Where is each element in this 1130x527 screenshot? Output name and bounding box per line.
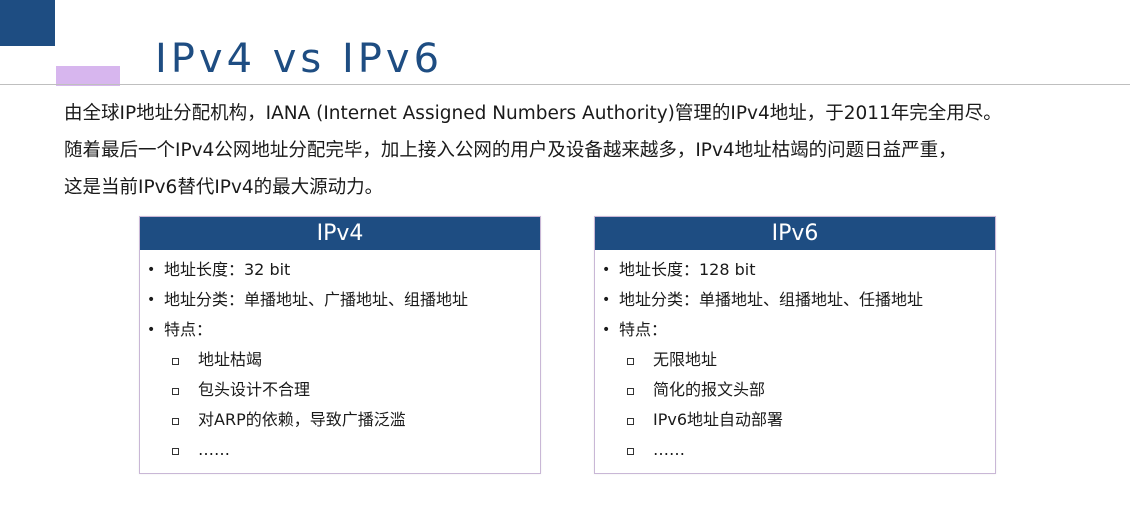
ipv4-category-item: • 地址分类：单播地址、广播地址、组播地址 bbox=[140, 285, 540, 315]
intro-paragraph: 由全球IP地址分配机构，IANA (Internet Assigned Numb… bbox=[64, 95, 1114, 206]
square-bullet-icon bbox=[627, 358, 634, 365]
bullet-dot-icon: • bbox=[147, 292, 156, 308]
square-bullet-icon bbox=[627, 418, 634, 425]
ipv6-length-item: • 地址长度：128 bit bbox=[595, 255, 995, 285]
ipv4-feature-item: 地址枯竭 bbox=[140, 345, 540, 375]
ipv6-card: IPv6 • 地址长度：128 bit • 地址分类：单播地址、组播地址、任播地… bbox=[594, 216, 996, 474]
ipv6-card-body: • 地址长度：128 bit • 地址分类：单播地址、组播地址、任播地址 • 特… bbox=[595, 250, 995, 465]
ipv6-feature-text: IPv6地址自动部署 bbox=[653, 410, 784, 429]
intro-line-2: 随着最后一个IPv4公网地址分配完毕，加上接入公网的用户及设备越来越多，IPv4… bbox=[64, 140, 957, 161]
ipv4-feature-item: 对ARP的依赖，导致广播泛滥 bbox=[140, 405, 540, 435]
ipv4-feature-item: …… bbox=[140, 435, 540, 465]
ipv6-card-header: IPv6 bbox=[595, 217, 995, 250]
ipv4-feature-item: 包头设计不合理 bbox=[140, 375, 540, 405]
ipv4-features-label: 特点： bbox=[164, 320, 213, 339]
ipv6-feature-item: 简化的报文头部 bbox=[595, 375, 995, 405]
title-divider bbox=[0, 84, 1130, 85]
ipv6-category-item: • 地址分类：单播地址、组播地址、任播地址 bbox=[595, 285, 995, 315]
ipv6-feature-item: IPv6地址自动部署 bbox=[595, 405, 995, 435]
slide-title: IPv4 vs IPv6 bbox=[155, 36, 444, 82]
ipv4-card-header: IPv4 bbox=[140, 217, 540, 250]
square-bullet-icon bbox=[172, 388, 179, 395]
ipv6-feature-text: …… bbox=[653, 440, 685, 459]
ipv6-category-text: 地址分类：单播地址、组播地址、任播地址 bbox=[619, 290, 924, 309]
accent-bar bbox=[56, 66, 120, 86]
ipv6-length-text: 地址长度：128 bit bbox=[619, 260, 756, 279]
ipv6-feature-item: …… bbox=[595, 435, 995, 465]
ipv4-feature-text: 包头设计不合理 bbox=[198, 380, 311, 399]
ipv4-feature-text: 对ARP的依赖，导致广播泛滥 bbox=[198, 410, 406, 429]
bullet-dot-icon: • bbox=[602, 322, 611, 338]
square-bullet-icon bbox=[172, 448, 179, 455]
bullet-dot-icon: • bbox=[147, 322, 156, 338]
ipv4-features-item: • 特点： bbox=[140, 315, 540, 345]
square-bullet-icon bbox=[627, 448, 634, 455]
square-bullet-icon bbox=[172, 418, 179, 425]
ipv4-card: IPv4 • 地址长度：32 bit • 地址分类：单播地址、广播地址、组播地址… bbox=[139, 216, 541, 474]
corner-decoration bbox=[0, 0, 55, 46]
ipv6-features-label: 特点： bbox=[619, 320, 668, 339]
bullet-dot-icon: • bbox=[147, 262, 156, 278]
ipv4-feature-text: …… bbox=[198, 440, 230, 459]
ipv6-feature-text: 简化的报文头部 bbox=[653, 380, 766, 399]
intro-line-3: 这是当前IPv6替代IPv4的最大源动力。 bbox=[64, 177, 384, 198]
bullet-dot-icon: • bbox=[602, 262, 611, 278]
ipv4-length-text: 地址长度：32 bit bbox=[164, 260, 291, 279]
ipv4-category-text: 地址分类：单播地址、广播地址、组播地址 bbox=[164, 290, 469, 309]
square-bullet-icon bbox=[172, 358, 179, 365]
intro-line-1: 由全球IP地址分配机构，IANA (Internet Assigned Numb… bbox=[64, 103, 1002, 124]
ipv4-card-body: • 地址长度：32 bit • 地址分类：单播地址、广播地址、组播地址 • 特点… bbox=[140, 250, 540, 465]
ipv6-features-item: • 特点： bbox=[595, 315, 995, 345]
bullet-dot-icon: • bbox=[602, 292, 611, 308]
ipv4-feature-text: 地址枯竭 bbox=[198, 350, 263, 369]
ipv4-length-item: • 地址长度：32 bit bbox=[140, 255, 540, 285]
ipv6-feature-text: 无限地址 bbox=[653, 350, 718, 369]
ipv6-feature-item: 无限地址 bbox=[595, 345, 995, 375]
square-bullet-icon bbox=[627, 388, 634, 395]
